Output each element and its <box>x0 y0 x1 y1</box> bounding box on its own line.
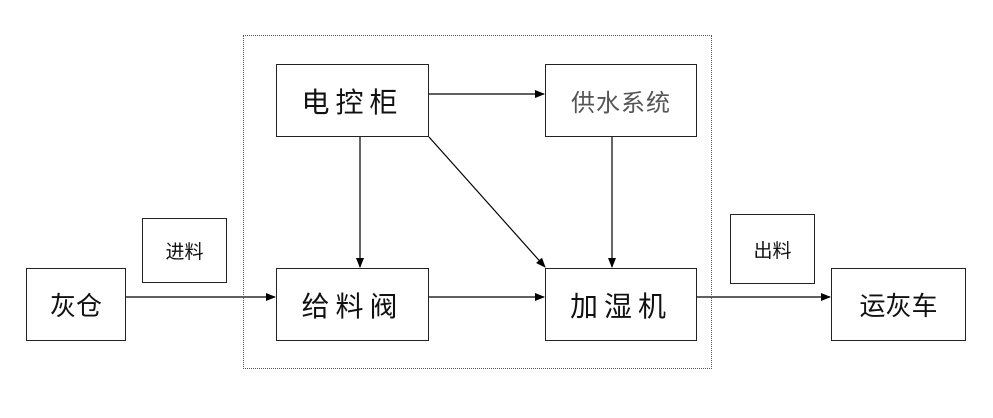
label-outlet-text: 出料 <box>753 239 792 262</box>
arrow-control-to-humidifier <box>428 136 546 268</box>
node-humidifier-label: 加湿机 <box>569 289 672 323</box>
node-feed-valve-label: 给料阀 <box>301 289 404 323</box>
node-ash-silo: 灰仓 <box>26 268 126 341</box>
node-humidifier: 加湿机 <box>545 268 697 341</box>
node-ash-truck-label: 运灰车 <box>859 292 938 322</box>
label-inlet-text: 进料 <box>165 241 204 263</box>
node-control-cabinet-label: 电控柜 <box>301 85 404 119</box>
node-ash-silo-label: 灰仓 <box>49 292 102 322</box>
node-control-cabinet: 电控柜 <box>276 64 429 137</box>
node-water-system-label: 供水系统 <box>571 89 671 117</box>
label-inlet: 进料 <box>142 218 227 283</box>
label-outlet: 出料 <box>730 214 815 284</box>
node-ash-truck: 运灰车 <box>831 268 966 341</box>
node-feed-valve: 给料阀 <box>276 268 429 341</box>
node-water-system: 供水系统 <box>545 64 697 137</box>
equipment-group-frame <box>243 35 712 369</box>
